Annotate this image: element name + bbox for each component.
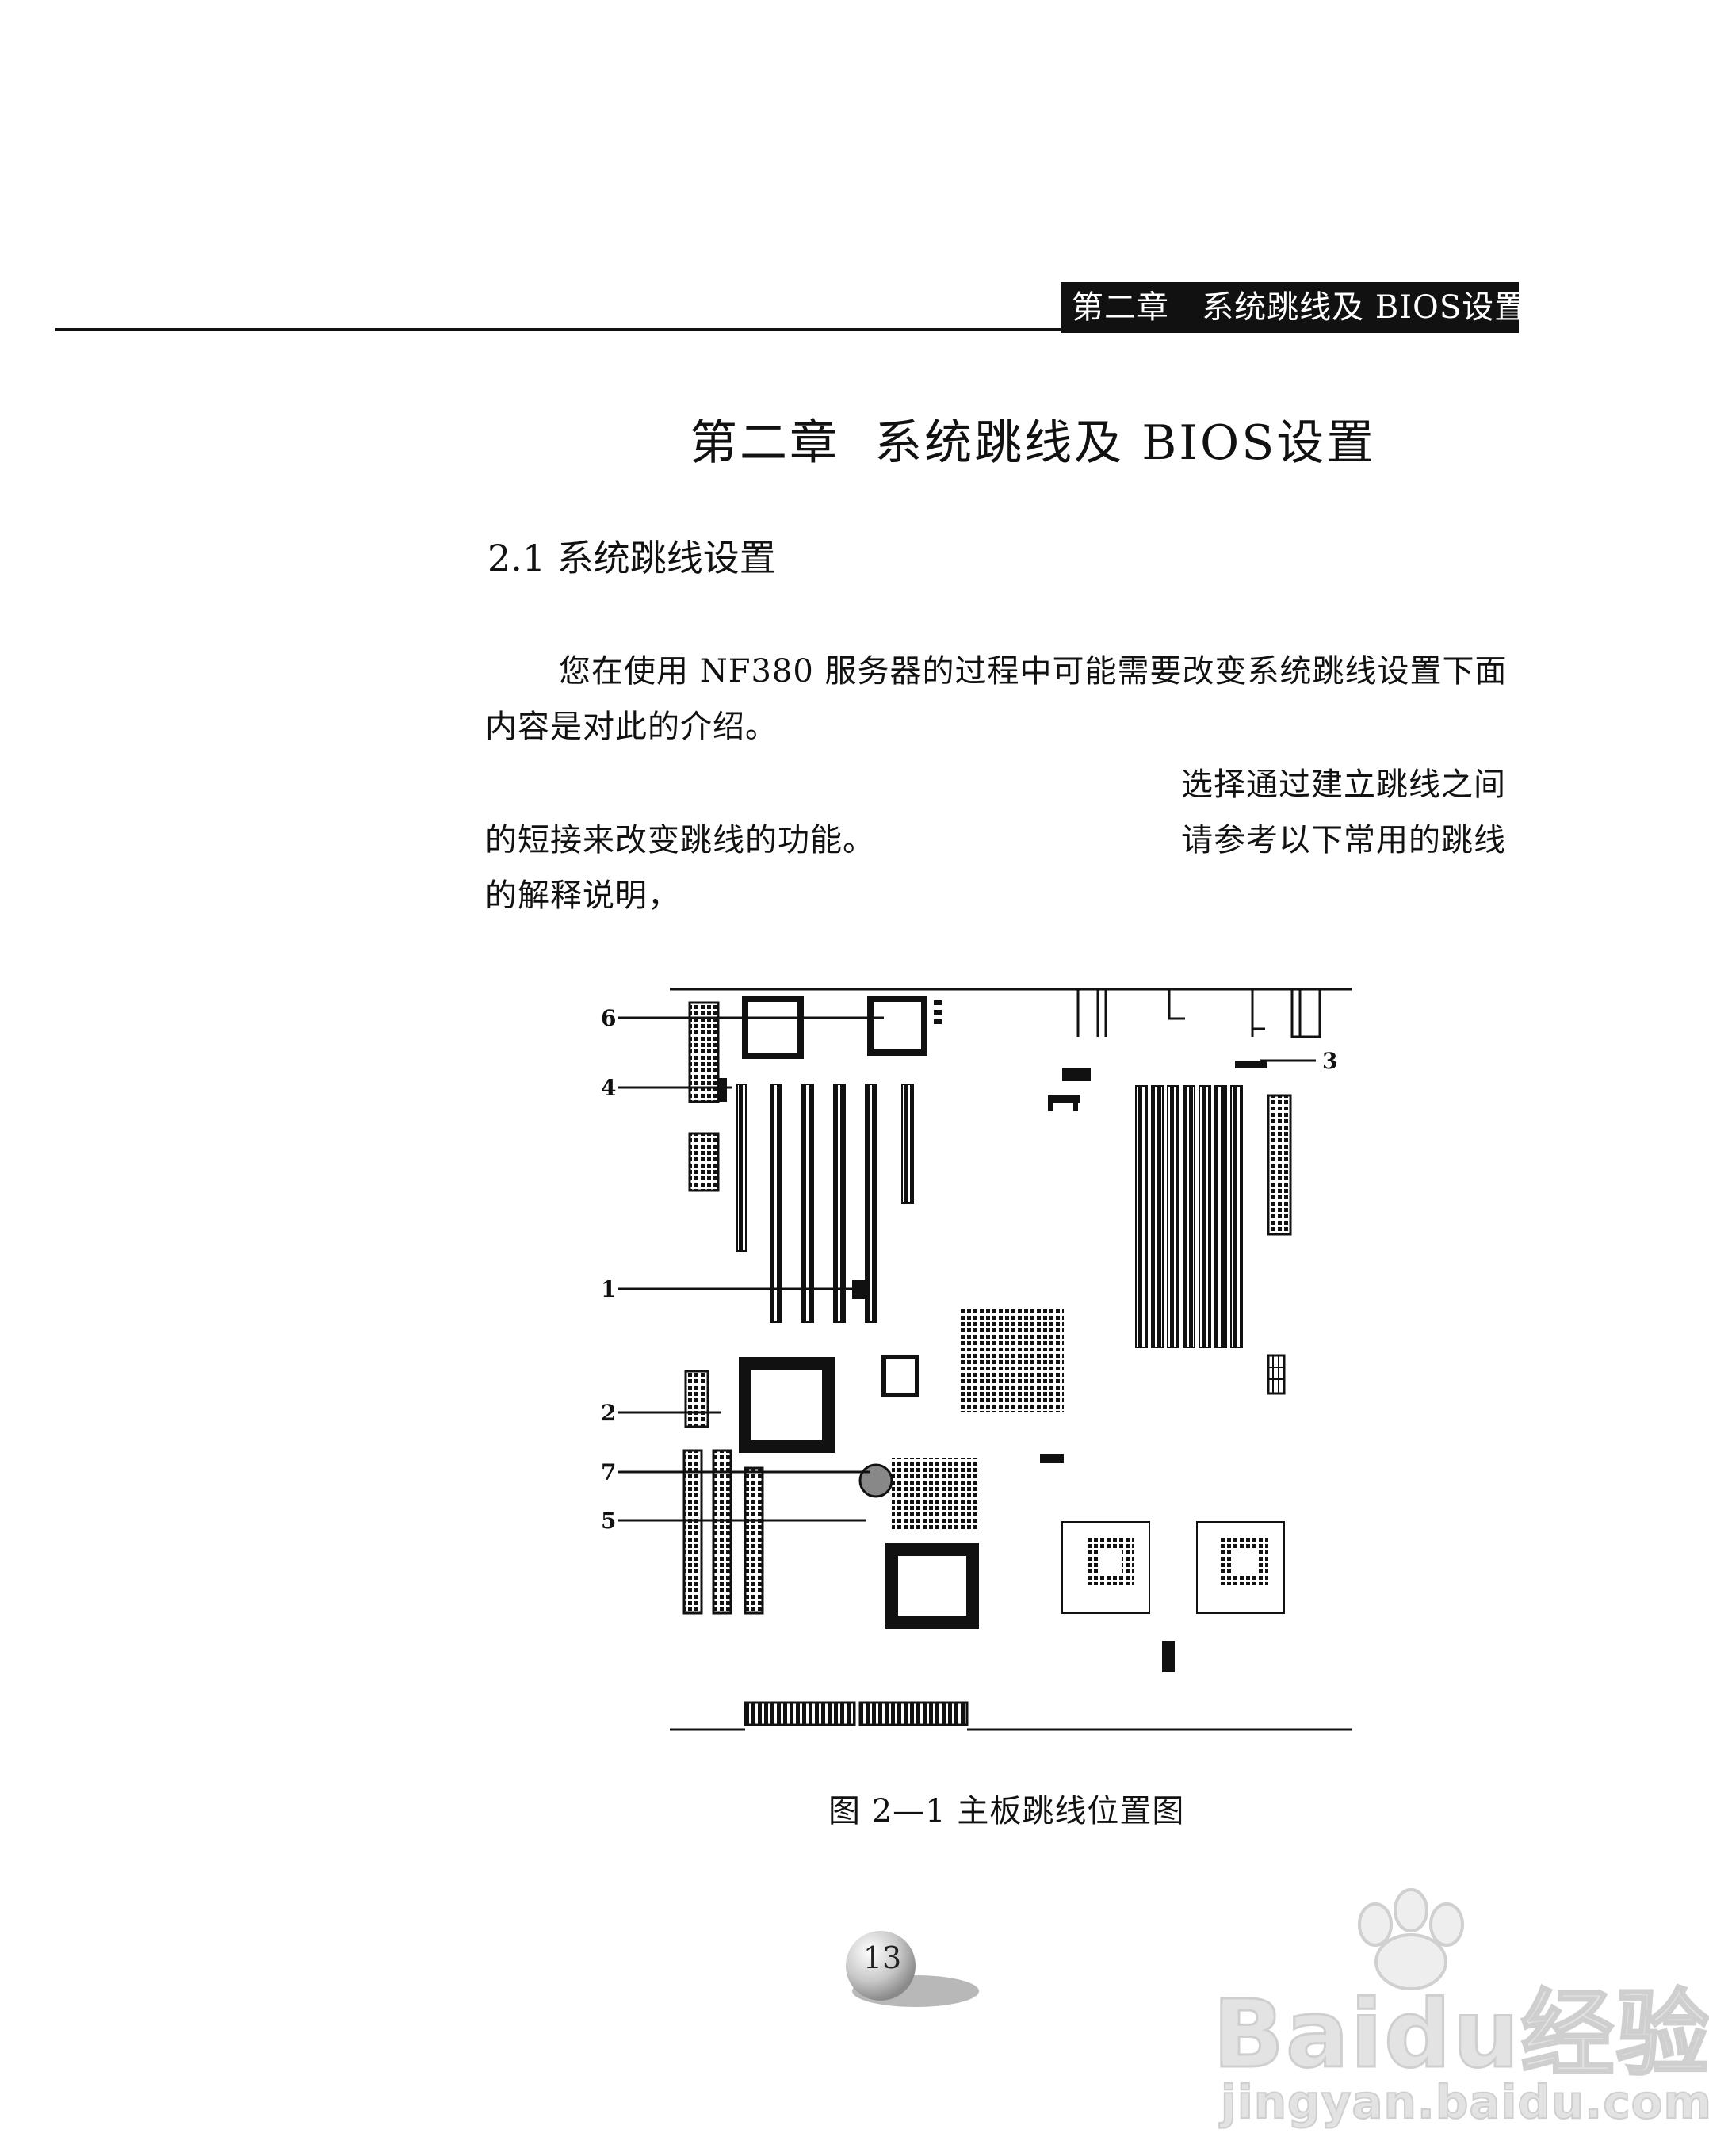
header-connector [688, 1001, 720, 1192]
callout-leaders [618, 1016, 1316, 1522]
page-number: 13 [862, 1940, 902, 1975]
callout-label: 1 [601, 1276, 616, 1302]
motherboard-jumper-diagram: 6 4 3 1 2 7 5 [601, 988, 1352, 1731]
power-connector [1267, 1094, 1292, 1395]
chipset [739, 1309, 1064, 1629]
callout-label: 6 [601, 1005, 616, 1031]
paragraph-line: 选择通过建立跳线之间 [1181, 766, 1506, 803]
callout-label: 4 [601, 1075, 616, 1101]
paragraph-line: 请参考以下常用的跳线 [1181, 822, 1506, 858]
paragraph-line: 的短接来改变跳线的功能。 [485, 822, 875, 858]
figure-caption: 图 2—1 主板跳线位置图 [828, 1793, 1185, 1829]
callout-label: 3 [1322, 1048, 1337, 1074]
callout-label: 2 [601, 1400, 616, 1426]
paragraph-line: 的解释说明， [485, 877, 680, 914]
callout-label: 5 [601, 1508, 616, 1534]
paragraph-line: 内容是对此的介绍。 [485, 709, 778, 745]
callout-label: 7 [601, 1459, 616, 1485]
chapter-title: 第二章 系统跳线及 BIOS设置 [690, 415, 1377, 471]
cpu-socket [742, 996, 927, 1059]
io-ports [1076, 989, 1321, 1038]
ide-connectors [682, 1370, 764, 1615]
board-outline [670, 988, 1352, 1731]
running-header: 第二章 系统跳线及 BIOS设置 [1061, 282, 1526, 333]
paw-icon [1358, 1888, 1464, 1990]
scsi-connectors [1061, 1521, 1285, 1614]
section-heading: 2.1 系统跳线设置 [487, 537, 776, 579]
edge-connectors [744, 1701, 969, 1726]
dimm-slots [1135, 1085, 1243, 1348]
page-number-badge [846, 1931, 979, 2007]
jumper-small [717, 1000, 942, 1102]
paragraph-line: 您在使用 NF380 服务器的过程中可能需要改变系统跳线设置下面 [559, 653, 1508, 690]
pci-slots [736, 1084, 914, 1323]
watermark-logo: Baidu经验 [1212, 1978, 1709, 2090]
misc-headers [852, 1061, 1267, 1672]
watermark-url: jingyan.baidu.com [1220, 2074, 1709, 2130]
callout-labels: 6 4 3 1 2 7 5 [601, 1005, 1337, 1534]
header-rule [55, 328, 1062, 331]
